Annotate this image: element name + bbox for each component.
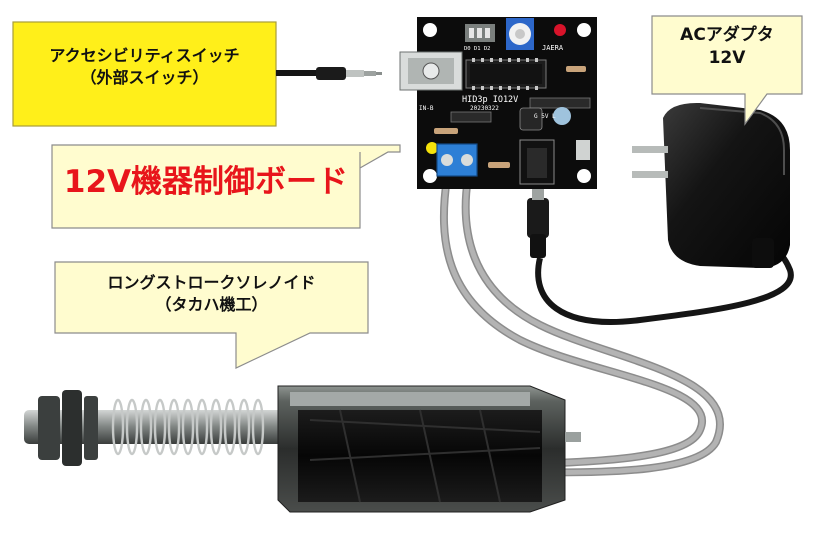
- pcb-model-text: HID3p IO12V: [462, 95, 518, 105]
- adapter-label-line1: ACアダプタ: [680, 25, 774, 45]
- control-board: [399, 17, 597, 189]
- switch-label-line1: アクセシビリティスイッチ: [49, 46, 240, 65]
- switch-cable: [276, 67, 382, 80]
- pcb-in-label: IN-B: [419, 105, 434, 112]
- switch-label: アクセシビリティスイッチ （外部スイッチ）: [13, 45, 276, 88]
- ac-adapter: [632, 102, 790, 268]
- board-label: 12V機器制御ボード: [63, 164, 349, 200]
- switch-label-line2: （外部スイッチ）: [80, 67, 209, 87]
- adapter-label: ACアダプタ 12V: [652, 24, 802, 70]
- long-stroke-solenoid: [24, 385, 581, 513]
- pcb-date-text: 20230322: [470, 105, 499, 112]
- solenoid-label: ロングストロークソレノイド （タカハ機工）: [55, 272, 368, 315]
- pcb-dip-label: D0 D1 D2: [464, 46, 491, 52]
- solenoid-wires: [439, 174, 724, 477]
- adapter-callout: [651, 15, 803, 126]
- solenoid-label-line1: ロングストロークソレノイド: [107, 273, 316, 292]
- board-callout: [51, 144, 401, 229]
- solenoid-label-line2: （タカハ機工）: [155, 294, 268, 314]
- switch-callout: [12, 21, 277, 127]
- pcb-brand-text: JAERA: [542, 44, 564, 52]
- solenoid-callout: [54, 261, 369, 369]
- pcb-pins-text: G 5V L: [534, 113, 556, 120]
- adapter-label-line2: 12V: [708, 47, 746, 68]
